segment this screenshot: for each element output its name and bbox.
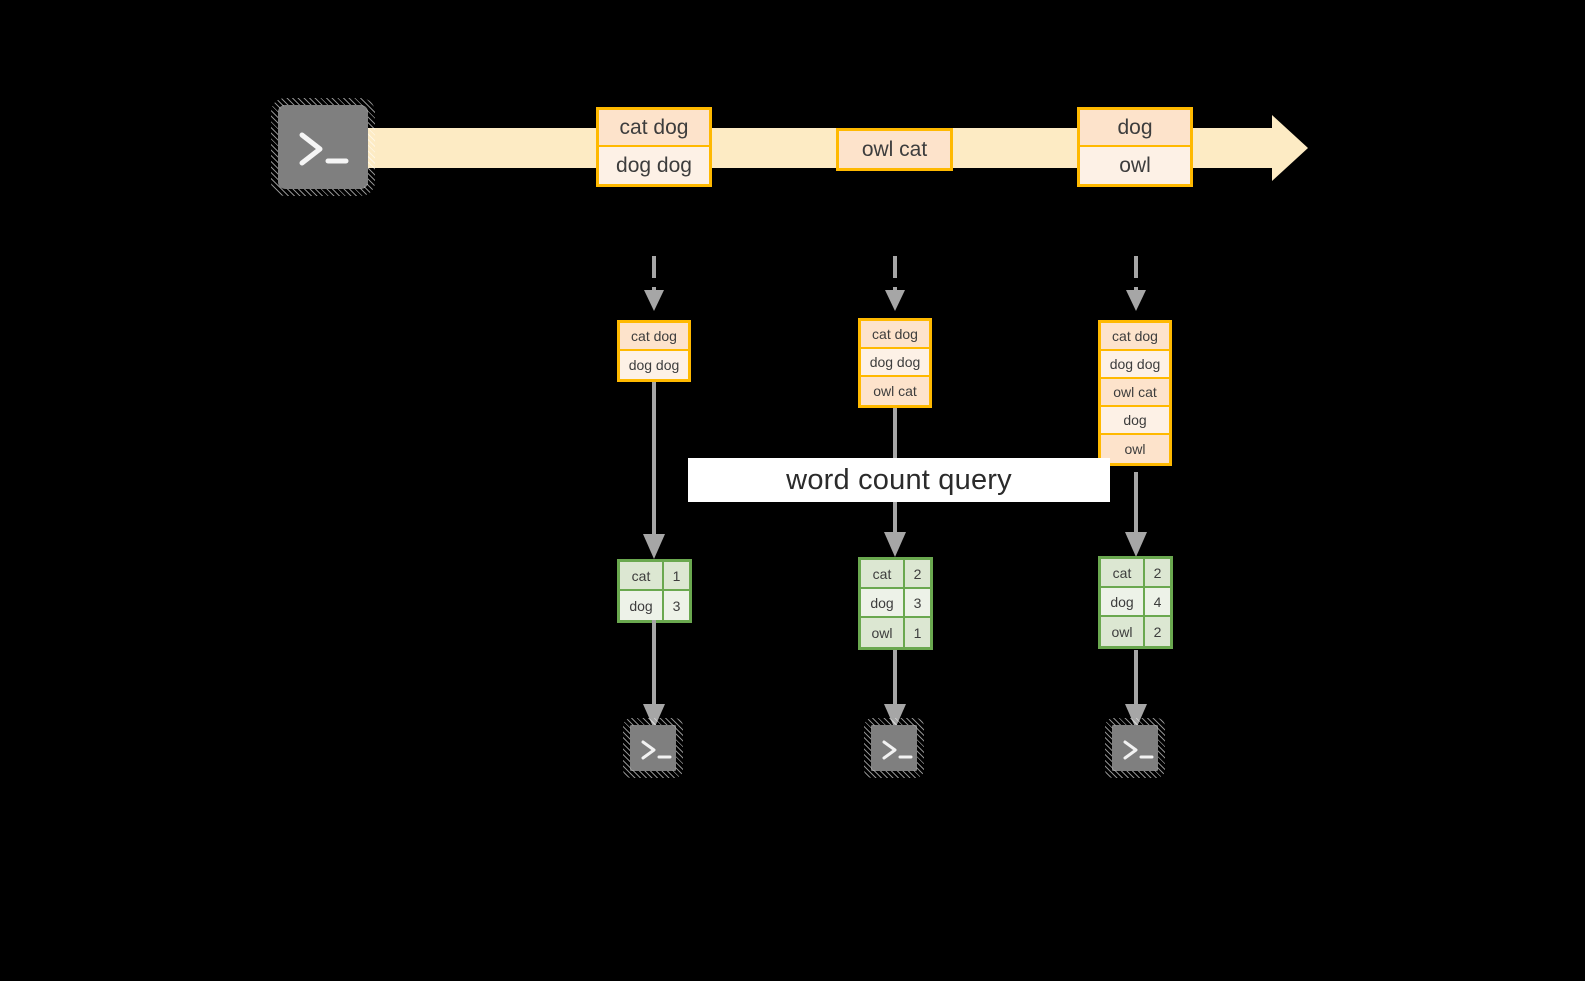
stream-record-2: owl cat xyxy=(836,128,953,171)
count-word: dog xyxy=(861,589,905,616)
count-row: dog 3 xyxy=(861,589,930,618)
buffer-line: cat dog xyxy=(1101,323,1169,351)
record-line: owl xyxy=(1080,147,1190,184)
terminal-prompt-glyph xyxy=(299,132,349,166)
buffer-line: dog xyxy=(1101,407,1169,435)
buffer-line: cat dog xyxy=(620,323,688,351)
count-word: cat xyxy=(861,560,905,587)
count-row: cat 2 xyxy=(861,560,930,589)
count-value: 1 xyxy=(672,567,681,584)
arrow-counts1-to-sink1 xyxy=(640,620,668,730)
count-value: 2 xyxy=(1153,623,1162,640)
source-terminal-icon xyxy=(271,98,375,196)
dashed-arrow-to-snapshot-1 xyxy=(640,256,668,312)
arrow-counts2-to-sink2 xyxy=(881,650,909,730)
buffer-line: owl cat xyxy=(861,377,929,405)
terminal-prompt-glyph xyxy=(641,740,672,760)
count-word: dog xyxy=(1101,588,1145,615)
count-value: 3 xyxy=(672,597,681,614)
count-word: dog xyxy=(620,591,664,620)
record-line: dog xyxy=(1080,110,1190,147)
buffer-line: owl xyxy=(1101,435,1169,463)
snapshot-2-counts: cat 2 dog 3 owl 1 xyxy=(858,557,933,650)
snapshot-3-buffer: cat dog dog dog owl cat dog owl xyxy=(1098,320,1172,466)
buffer-line: cat dog xyxy=(861,321,929,349)
record-line: dog dog xyxy=(599,147,709,184)
arrow-buffer3-to-counts3 xyxy=(1122,472,1150,558)
terminal-body xyxy=(278,105,368,189)
count-row: cat 2 xyxy=(1101,559,1170,588)
snapshot-1-sink-terminal-icon xyxy=(623,718,683,778)
dashed-arrow-to-snapshot-2 xyxy=(881,256,909,312)
snapshot-2-sink-terminal-icon xyxy=(864,718,924,778)
snapshot-2-buffer: cat dog dog dog owl cat xyxy=(858,318,932,408)
count-row: dog 3 xyxy=(620,591,689,620)
stream-record-1: cat dog dog dog xyxy=(596,107,712,187)
query-label-text: word count query xyxy=(786,463,1012,496)
stream-record-3: dog owl xyxy=(1077,107,1193,187)
count-value: 2 xyxy=(1153,564,1162,581)
stream-arrowhead xyxy=(1272,115,1308,181)
buffer-line: owl cat xyxy=(1101,379,1169,407)
buffer-line: dog dog xyxy=(861,349,929,377)
count-row: owl 1 xyxy=(861,618,930,647)
snapshot-1-counts: cat 1 dog 3 xyxy=(617,559,692,623)
count-row: dog 4 xyxy=(1101,588,1170,617)
count-row: cat 1 xyxy=(620,562,689,591)
count-word: owl xyxy=(861,618,905,647)
record-line: owl cat xyxy=(839,131,950,168)
count-value: 4 xyxy=(1153,593,1162,610)
count-word: cat xyxy=(620,562,664,589)
count-value: 1 xyxy=(913,624,922,641)
count-value: 2 xyxy=(913,565,922,582)
count-row: owl 2 xyxy=(1101,617,1170,646)
count-word: owl xyxy=(1101,617,1145,646)
arrow-counts3-to-sink3 xyxy=(1122,650,1150,730)
buffer-line: dog dog xyxy=(620,351,688,379)
buffer-line: dog dog xyxy=(1101,351,1169,379)
count-word: cat xyxy=(1101,559,1145,586)
record-line: cat dog xyxy=(599,110,709,147)
snapshot-3-sink-terminal-icon xyxy=(1105,718,1165,778)
count-value: 3 xyxy=(913,594,922,611)
terminal-prompt-glyph xyxy=(1123,740,1154,760)
arrow-buffer1-to-counts1 xyxy=(640,382,668,560)
snapshot-1-buffer: cat dog dog dog xyxy=(617,320,691,382)
query-label-band: word count query xyxy=(688,458,1110,502)
dashed-arrow-to-snapshot-3 xyxy=(1122,256,1150,312)
terminal-prompt-glyph xyxy=(882,740,913,760)
snapshot-3-counts: cat 2 dog 4 owl 2 xyxy=(1098,556,1173,649)
